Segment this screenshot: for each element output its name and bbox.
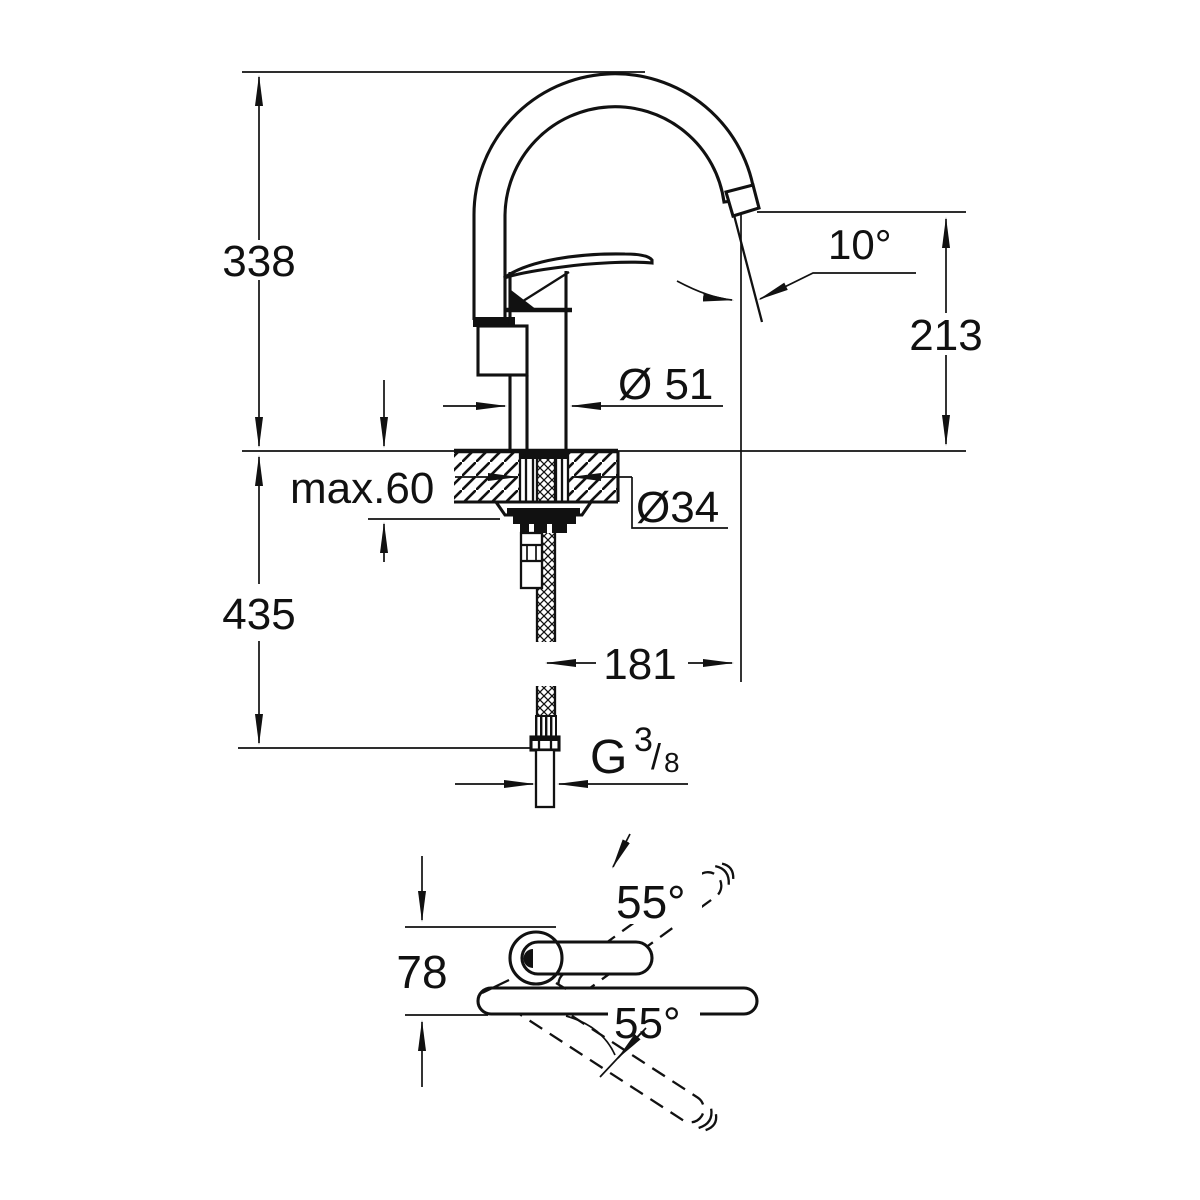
dim-label-outlet-height: 213	[909, 311, 982, 360]
angle-leader	[616, 1032, 642, 1060]
flange-band	[507, 508, 580, 516]
dim-deck-thickness: max.60	[290, 380, 434, 562]
counter-hatch-right	[568, 453, 618, 501]
nut-slit	[529, 524, 534, 533]
rotation-mark	[714, 864, 730, 885]
plan-junction-line	[555, 982, 567, 990]
dim-leader	[631, 477, 728, 529]
counter-deck	[454, 448, 620, 504]
threaded-shank	[518, 451, 570, 502]
dim-label-overall-height: 338	[222, 237, 295, 286]
dim-thread: G 3 / 8	[455, 721, 688, 788]
label-plate	[608, 1000, 700, 1040]
short-inlet-fitting	[519, 531, 544, 590]
dim-label-spout-reach: 181	[603, 640, 676, 689]
hose-nut-band	[531, 737, 559, 741]
counter-hatch-left	[454, 453, 520, 501]
dim-label-outlet-angle: 10°	[828, 221, 892, 268]
body-step-box	[476, 324, 529, 377]
plan-junction-line	[481, 978, 510, 995]
rotation-mark	[721, 862, 735, 880]
spout-arc	[472, 72, 757, 320]
thread-tube	[534, 748, 556, 809]
stream-angle-line	[732, 214, 764, 323]
handle-lever	[503, 252, 654, 280]
thread-numerator: 3	[634, 721, 653, 759]
angle-leader	[758, 272, 916, 300]
dim-label-below-deck: 435	[222, 590, 295, 639]
swivel-upper-annotation: 55°	[612, 833, 686, 928]
hose-braid-lower	[537, 686, 555, 716]
thread-letter: G	[590, 731, 627, 784]
thread-slash: /	[651, 736, 661, 777]
label-plate	[610, 872, 702, 924]
dim-label-body-depth: 78	[396, 946, 447, 998]
faucet-body	[472, 72, 761, 451]
dim-label-swivel-lower: 55°	[614, 999, 681, 1048]
dim-outlet-height: 213	[909, 217, 983, 446]
rotation-mark	[698, 1108, 713, 1130]
dim-label-swivel-upper: 55°	[616, 876, 686, 928]
flange-band	[513, 516, 576, 524]
riser-band	[473, 317, 515, 327]
angle-arc-arrow	[676, 280, 734, 302]
dim-spout-reach: 181	[545, 640, 734, 689]
plan-pivot-mark	[523, 949, 533, 968]
rotation-mark	[705, 1114, 718, 1132]
plan-handle	[520, 940, 654, 976]
thread-band	[519, 451, 569, 459]
mounting-flange	[493, 500, 594, 533]
dim-overall-height: 338	[222, 75, 296, 448]
nut-slit	[547, 524, 552, 533]
dim-label-deck-thickness: max.60	[290, 464, 434, 513]
hose-end-fitting	[529, 715, 561, 809]
thread-denominator: 8	[664, 747, 680, 778]
dim-body-depth: 78	[396, 856, 556, 1087]
outlet-angle-annotation: 10°	[676, 214, 916, 682]
plan-body-circle	[508, 930, 564, 986]
dim-label-body-diameter: Ø 51	[618, 360, 713, 409]
plan-view: 55° 55° 78	[396, 833, 759, 1132]
angle-leader	[612, 833, 631, 869]
front-view: 338 435 max.60 Ø 51 Ø34	[222, 71, 983, 809]
aerator-cap	[724, 183, 761, 218]
dim-body-diameter: Ø 51	[443, 360, 723, 410]
dim-below-deck-depth: 435	[222, 455, 296, 745]
dim-label-hole-diameter: Ø34	[636, 483, 719, 532]
hose-crimp	[535, 715, 557, 738]
handle-shadow-wedge	[511, 290, 537, 310]
hose-braid-upper	[537, 452, 555, 642]
angle-arc	[565, 1015, 616, 1056]
mounting-nut	[520, 524, 567, 533]
swivel-lower-annotation: 55°	[565, 999, 681, 1078]
